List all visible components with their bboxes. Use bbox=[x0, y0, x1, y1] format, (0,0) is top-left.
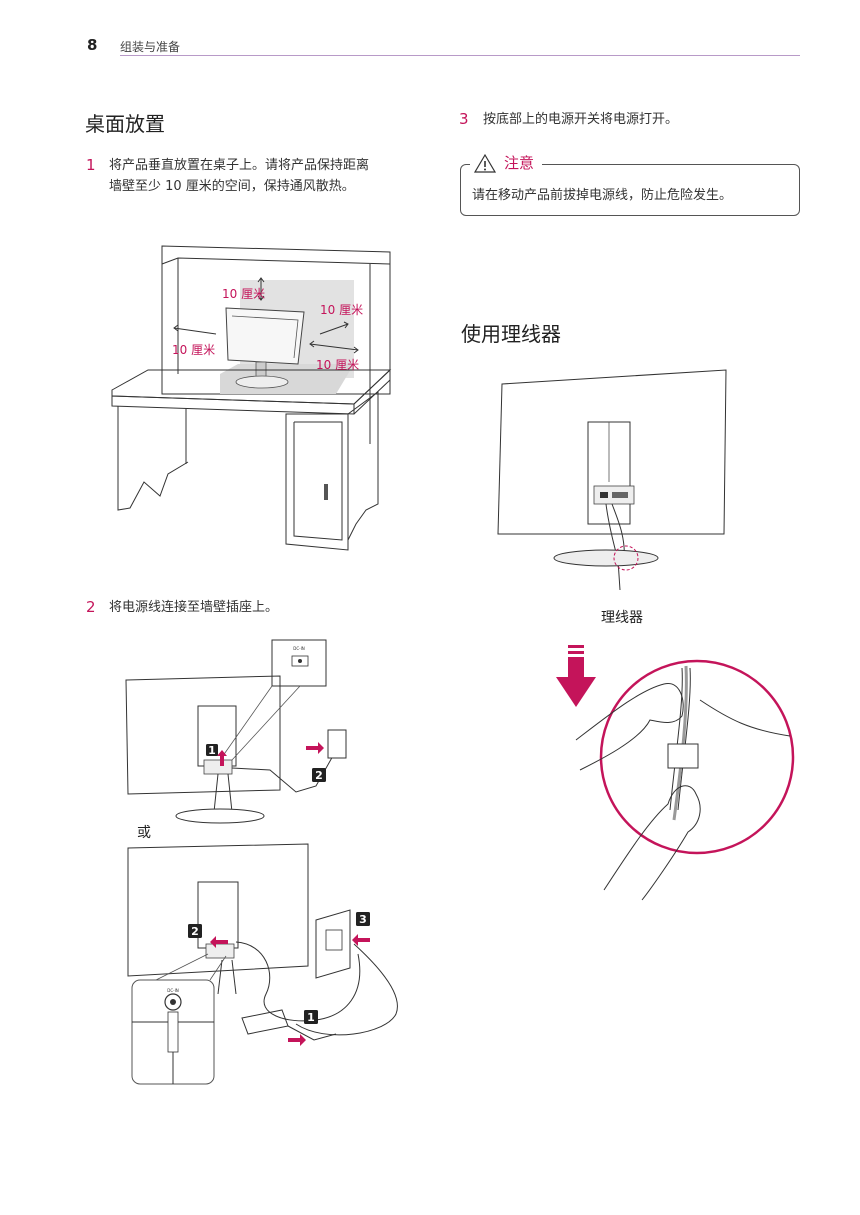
clearance-label-left: 10 厘米 bbox=[172, 343, 216, 357]
step-3-number: 3 bbox=[459, 110, 469, 128]
down-arrow-icon bbox=[556, 645, 596, 707]
clearance-label-right-top: 10 厘米 bbox=[320, 303, 364, 317]
step-2-number: 2 bbox=[86, 598, 96, 616]
clearance-label-top: 10 厘米 bbox=[222, 287, 266, 301]
step-1-line-1: 将产品垂直放置在桌子上。请将产品保持距离 bbox=[109, 158, 370, 173]
step-1-number: 1 bbox=[86, 156, 96, 174]
badge-top-1: 1 bbox=[208, 744, 216, 757]
step-1-line-2: 墙壁至少 10 厘米的空间，保持通风散热。 bbox=[109, 179, 355, 194]
badge-bottom-2: 2 bbox=[191, 925, 199, 938]
section-title: 组装与准备 bbox=[120, 40, 181, 54]
power-connection-illustration-1: DC-IN 1 2 bbox=[125, 639, 347, 824]
clearance-label-right-bottom: 10 厘米 bbox=[316, 358, 360, 372]
power-connection-illustration-2: DC-IN 2 3 1 bbox=[127, 843, 398, 1085]
or-label: 或 bbox=[137, 825, 151, 841]
badge-bottom-1: 1 bbox=[307, 1011, 315, 1024]
step-3-text: 按底部上的电源开关将电源打开。 bbox=[483, 112, 679, 127]
step-1-text: 将产品垂直放置在桌子上。请将产品保持距离 墙壁至少 10 厘米的空间，保持通风散… bbox=[109, 155, 369, 197]
cable-holder-caption: 理线器 bbox=[601, 610, 643, 626]
caution-label: 注意 bbox=[504, 154, 535, 172]
step-2-text: 将电源线连接至墙壁插座上。 bbox=[109, 600, 279, 615]
desktop-placement-heading: 桌面放置 bbox=[85, 112, 165, 136]
cable-holder-heading: 使用理线器 bbox=[461, 322, 561, 346]
monitor-rear-illustration bbox=[497, 369, 727, 591]
badge-bottom-3: 3 bbox=[359, 913, 367, 926]
svg-text:DC-IN: DC-IN bbox=[167, 988, 179, 993]
caution-text: 请在移动产品前拔掉电源线，防止危险发生。 bbox=[472, 188, 733, 203]
warning-triangle-icon bbox=[473, 153, 497, 173]
svg-text:DC-IN: DC-IN bbox=[293, 646, 305, 651]
badge-top-2: 2 bbox=[315, 769, 323, 782]
cable-holder-hands-illustration bbox=[575, 659, 795, 901]
caution-header: 注意 bbox=[470, 152, 543, 173]
page-number: 8 bbox=[87, 36, 98, 54]
header-divider bbox=[120, 55, 800, 56]
desk-placement-illustration bbox=[111, 245, 392, 551]
